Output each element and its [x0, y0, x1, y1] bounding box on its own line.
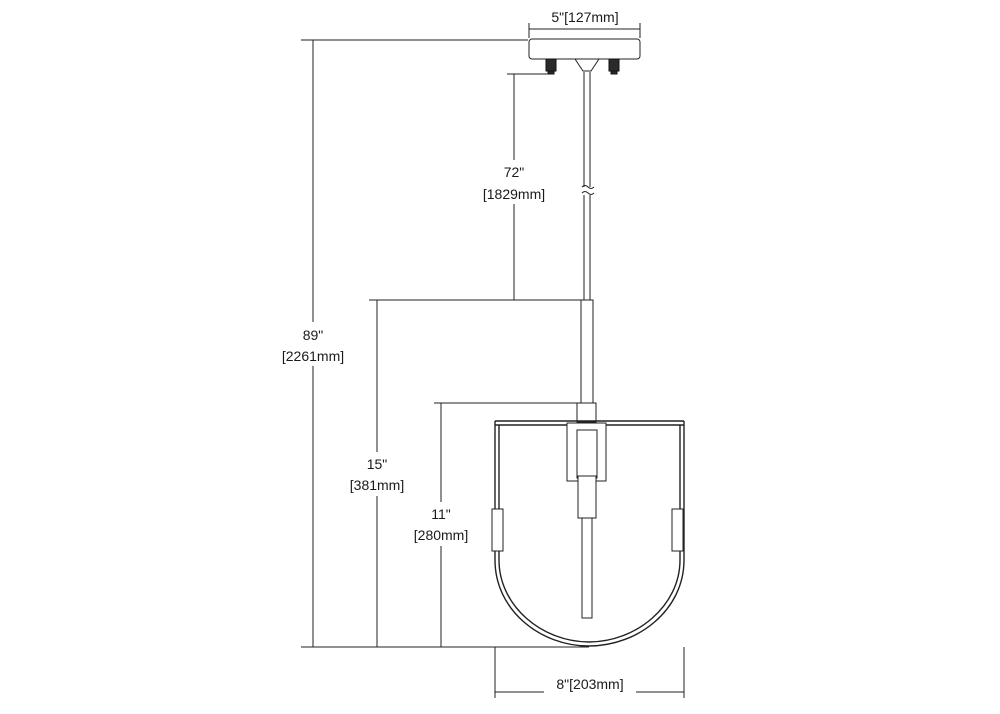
canopy-width-label: 5"[127mm] — [551, 9, 618, 25]
shade-width-label: 8"[203mm] — [556, 676, 623, 692]
min-height-mm-label: [381mm] — [350, 477, 404, 493]
canopy-yoke — [574, 58, 600, 72]
shade-height-inches-label: 11" — [431, 506, 451, 522]
socket-cluster — [566, 422, 607, 619]
suspension-rod — [580, 72, 595, 405]
dimension-lines — [301, 23, 685, 698]
shade-collar — [576, 402, 597, 423]
chain-length-mm-label: [1829mm] — [483, 186, 545, 202]
pendant-fixture — [491, 38, 685, 647]
overall-height-inches-label: 89" — [303, 327, 324, 343]
left-side-clip — [491, 508, 504, 552]
canopy-screws — [545, 58, 620, 75]
ceiling-canopy — [528, 38, 641, 60]
right-side-clip — [671, 508, 684, 552]
chain-length-inches-label: 72" — [504, 164, 525, 180]
shade-frame — [494, 420, 685, 647]
shade-height-mm-label: [280mm] — [414, 527, 468, 543]
min-height-inches-label: 15" — [367, 456, 388, 472]
overall-height-mm-label: [2261mm] — [282, 348, 344, 364]
